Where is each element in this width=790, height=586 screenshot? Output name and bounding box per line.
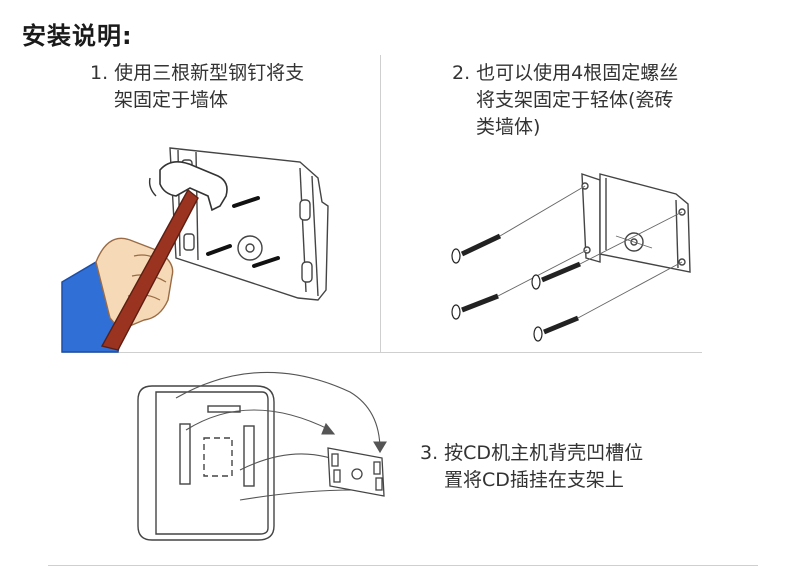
page-title: 安装说明: [22,22,133,50]
step-1-instruction: 1. 使用三根新型钢钉将支 架固定于墙体 [90,60,305,114]
step-1-line-1: 1. 使用三根新型钢钉将支 [90,62,305,84]
hammer-icon [100,161,228,351]
bracket-perspective-view [581,173,691,273]
step-3-instruction: 3. 按CD机主机背壳凹槽位 置将CD插挂在支架上 [420,440,643,494]
horizontal-divider-bottom [48,565,758,566]
nails-icon [206,196,280,268]
guide-lines [497,185,683,319]
step-2-line-1: 2. 也可以使用4根固定螺丝 [452,62,679,84]
step-2-instruction: 2. 也可以使用4根固定螺丝 将支架固定于轻体(瓷砖 类墙体) [452,60,678,141]
vertical-divider [380,55,381,352]
step-3-line-1: 3. 按CD机主机背壳凹槽位 [420,442,644,464]
step-2-line-3: 类墙体) [476,116,541,138]
screws-icon [451,233,581,342]
horizontal-divider-middle [62,352,702,353]
small-bracket-icon [327,447,385,497]
step-3-line-2: 置将CD插挂在支架上 [444,469,624,491]
cd-player-back-icon [137,385,275,541]
step-2-line-2: 将支架固定于轻体(瓷砖 [476,89,674,111]
step-1-line-2: 架固定于墙体 [114,89,229,111]
